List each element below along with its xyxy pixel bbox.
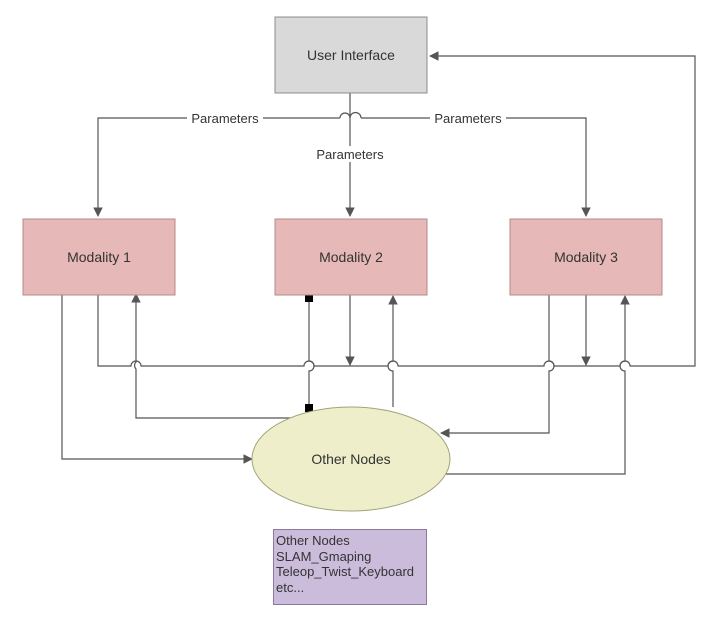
- edge-other-nodes-to-modality-3: [445, 295, 630, 475]
- connector-square-bottom[interactable]: [305, 404, 313, 412]
- edge-label-params-center: Parameters: [316, 147, 384, 162]
- edge-modality-2-other-nodes-link: [308, 298, 315, 408]
- node-modality-2[interactable]: Modality 2: [274, 218, 428, 296]
- edge-other-nodes-to-modality-2: [387, 295, 398, 407]
- edge-label-params-left-group: Parameters: [187, 110, 263, 126]
- note-line-3: Teleop_Twist_Keyboard: [276, 564, 415, 579]
- edge-label-params-center-group: Parameters: [312, 146, 388, 162]
- node-modality-2-box: [274, 218, 428, 296]
- node-other-nodes[interactable]: Other Nodes: [251, 406, 451, 512]
- other-nodes-note[interactable]: Other Nodes SLAM_Gmaping Teleop_Twist_Ke…: [273, 529, 427, 605]
- edge-modality-3-to-other-nodes: [440, 295, 555, 438]
- node-user-interface[interactable]: User Interface: [274, 16, 428, 94]
- node-modality-2-label: Modality 2: [319, 249, 383, 265]
- node-modality-3-box: [509, 218, 663, 296]
- note-line-1: Other Nodes: [276, 533, 350, 548]
- edges: [61, 51, 696, 475]
- edge-other-nodes-to-modality-1: [131, 293, 310, 419]
- edge-label-params-right: Parameters: [434, 111, 502, 126]
- node-other-nodes-ellipse: [251, 406, 451, 512]
- note-line-4: etc...: [276, 579, 305, 595]
- edge-feedback-bus-to-ui: [97, 51, 696, 367]
- connector-square-top[interactable]: [305, 294, 313, 302]
- node-modality-3-label: Modality 3: [554, 249, 618, 265]
- node-user-interface-label: User Interface: [307, 47, 395, 63]
- node-modality-1-label: Modality 1: [67, 249, 131, 265]
- edge-modality-1-to-other-nodes: [61, 295, 253, 464]
- node-modality-3[interactable]: Modality 3: [509, 218, 663, 296]
- node-other-nodes-label: Other Nodes: [311, 451, 390, 467]
- node-user-interface-box: [274, 16, 428, 94]
- edge-label-params-right-group: Parameters: [430, 110, 506, 126]
- edge-label-params-left: Parameters: [191, 111, 259, 126]
- edge-ui-to-modality-1: [93, 117, 340, 217]
- node-modality-1[interactable]: Modality 1: [22, 218, 176, 296]
- edge-ui-to-modality-3: [361, 117, 591, 217]
- node-modality-1-box: [22, 218, 176, 296]
- note-line-2: SLAM_Gmaping: [276, 548, 372, 564]
